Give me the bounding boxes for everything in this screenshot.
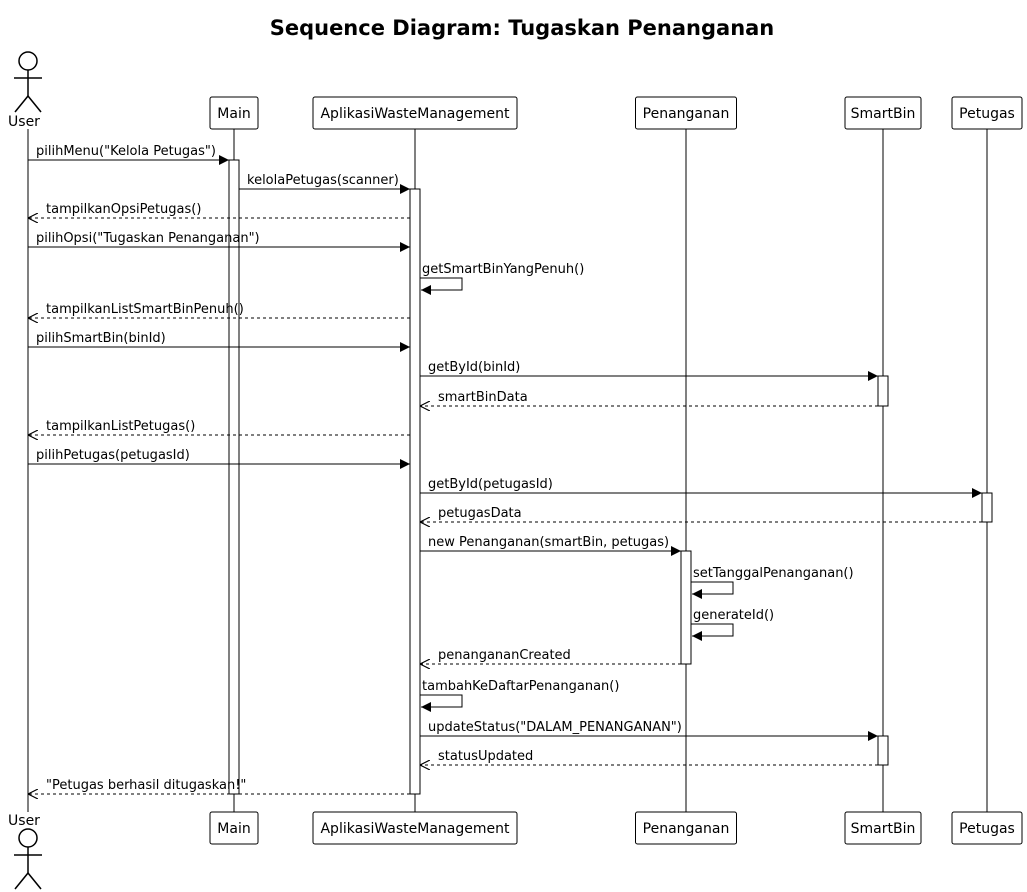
participant-label-bottom-app: AplikasiWasteManagement bbox=[320, 821, 510, 837]
message-5: getSmartBinYangPenuh() bbox=[420, 262, 584, 295]
message-label: tampilkanListPetugas() bbox=[46, 419, 195, 434]
participant-box-bottom-penanganan: Penanganan bbox=[635, 811, 737, 845]
participant-label-top-penanganan: Penanganan bbox=[643, 106, 730, 122]
message-label: getById(petugasId) bbox=[428, 477, 553, 492]
activation-bar-main bbox=[228, 159, 240, 795]
message-4: pilihOpsi("Tugaskan Penanganan") bbox=[28, 231, 410, 252]
message-label: tambahKeDaftarPenanganan() bbox=[422, 679, 619, 694]
message-11: pilihPetugas(petugasId) bbox=[28, 448, 410, 469]
participant-label-bottom-penanganan: Penanganan bbox=[643, 821, 730, 837]
message-9: smartBinData bbox=[420, 390, 878, 406]
message-8: getById(binId) bbox=[420, 360, 878, 381]
participant-label-top-user: User bbox=[8, 114, 40, 130]
participant-label-top-petugas: Petugas bbox=[959, 106, 1015, 122]
message-label: petugasData bbox=[438, 506, 522, 521]
messages: pilihMenu("Kelola Petugas") kelolaPetugas… bbox=[28, 144, 982, 794]
message-1: pilihMenu("Kelola Petugas") bbox=[28, 144, 229, 165]
message-label: smartBinData bbox=[438, 390, 528, 405]
participants-top: User Main AplikasiWasteManagement Penangana… bbox=[8, 51, 1023, 130]
participant-label-bottom-user: User bbox=[8, 813, 40, 829]
message-label: pilihMenu("Kelola Petugas") bbox=[36, 144, 216, 159]
message-2: kelolaPetugas(scanner) bbox=[239, 173, 410, 194]
message-label: tampilkanOpsiPetugas() bbox=[46, 202, 201, 217]
message-label: new Penanganan(smartBin, petugas) bbox=[428, 535, 669, 550]
message-label: statusUpdated bbox=[438, 749, 533, 764]
participant-box-top-petugas: Petugas bbox=[951, 96, 1023, 130]
participant-box-top-penanganan: Penanganan bbox=[635, 96, 737, 130]
message-label: pilihOpsi("Tugaskan Penanganan") bbox=[36, 231, 260, 246]
participant-label-top-app: AplikasiWasteManagement bbox=[320, 106, 510, 122]
participant-rect bbox=[635, 96, 737, 130]
self-message-arrow bbox=[420, 277, 463, 295]
activation-bar-penanganan bbox=[680, 550, 692, 665]
participant-box-top-app: AplikasiWasteManagement bbox=[312, 96, 518, 130]
participant-box-top-main: Main bbox=[209, 96, 259, 130]
participant-box-top-smartbin: SmartBin bbox=[844, 96, 922, 130]
actor-right-leg bbox=[27, 872, 42, 890]
message-label: pilihPetugas(petugasId) bbox=[36, 448, 190, 463]
message-label: pilihSmartBin(binId) bbox=[36, 331, 166, 346]
message-16: generateId() bbox=[691, 608, 774, 641]
message-20: statusUpdated bbox=[420, 749, 878, 765]
participant-rect bbox=[844, 811, 922, 845]
participant-box-bottom-smartbin: SmartBin bbox=[844, 811, 922, 845]
self-message-arrow bbox=[691, 581, 734, 599]
message-7: pilihSmartBin(binId) bbox=[28, 331, 410, 352]
message-label: setTanggalPenanganan() bbox=[693, 566, 854, 581]
message-21: "Petugas berhasil ditugaskan!" bbox=[28, 778, 410, 794]
message-label: tampilkanListSmartBinPenuh() bbox=[46, 302, 244, 317]
participant-rect bbox=[844, 96, 922, 130]
participant-label-bottom-petugas: Petugas bbox=[959, 821, 1015, 837]
participant-rect bbox=[951, 811, 1023, 845]
message-6: tampilkanListSmartBinPenuh() bbox=[28, 302, 410, 318]
message-label: getById(binId) bbox=[428, 360, 520, 375]
message-13: petugasData bbox=[420, 506, 982, 522]
actor-figure-bottom bbox=[14, 828, 42, 890]
message-label: "Petugas berhasil ditugaskan!" bbox=[46, 778, 246, 793]
message-label: getSmartBinYangPenuh() bbox=[422, 262, 584, 277]
activation-bar-app bbox=[409, 188, 421, 795]
message-19: updateStatus("DALAM_PENANGANAN") bbox=[420, 720, 878, 741]
activation-bar-petugas bbox=[981, 492, 993, 523]
message-10: tampilkanListPetugas() bbox=[28, 419, 410, 435]
message-14: new Penanganan(smartBin, petugas) bbox=[420, 535, 681, 556]
participant-label-top-smartbin: SmartBin bbox=[851, 106, 916, 122]
message-15: setTanggalPenanganan() bbox=[691, 566, 854, 599]
participant-box-bottom-app: AplikasiWasteManagement bbox=[312, 811, 518, 845]
participant-box-bottom-petugas: Petugas bbox=[951, 811, 1023, 845]
actor-head bbox=[18, 828, 38, 848]
participant-rect bbox=[312, 811, 518, 845]
actor-head bbox=[18, 51, 38, 71]
actor-left-leg bbox=[14, 872, 29, 890]
participant-label-bottom-smartbin: SmartBin bbox=[851, 821, 916, 837]
participant-rect bbox=[209, 96, 259, 130]
self-message-arrow bbox=[691, 623, 734, 641]
self-message-arrow bbox=[420, 694, 463, 712]
message-18: tambahKeDaftarPenanganan() bbox=[420, 679, 619, 712]
diagram-title: Sequence Diagram: Tugaskan Penanganan bbox=[270, 16, 775, 40]
participant-rect bbox=[312, 96, 518, 130]
message-label: updateStatus("DALAM_PENANGANAN") bbox=[428, 720, 682, 735]
message-12: getById(petugasId) bbox=[420, 477, 982, 498]
participant-rect bbox=[635, 811, 737, 845]
activation-bar-smartbin bbox=[877, 375, 889, 407]
message-label: kelolaPetugas(scanner) bbox=[247, 173, 399, 188]
participant-rect bbox=[209, 811, 259, 845]
participant-rect bbox=[951, 96, 1023, 130]
message-3: tampilkanOpsiPetugas() bbox=[28, 202, 410, 218]
actor-right-leg bbox=[27, 95, 42, 113]
message-label: generateId() bbox=[693, 608, 774, 623]
activation-bar-smartbin bbox=[877, 735, 889, 766]
actor-left-leg bbox=[14, 95, 29, 113]
message-label: penangananCreated bbox=[438, 648, 571, 663]
participant-label-top-main: Main bbox=[217, 106, 250, 122]
message-17: penangananCreated bbox=[420, 648, 681, 664]
participant-label-bottom-main: Main bbox=[217, 821, 250, 837]
actor-figure-top bbox=[14, 51, 42, 113]
activation-bars bbox=[228, 159, 993, 795]
participant-box-bottom-main: Main bbox=[209, 811, 259, 845]
